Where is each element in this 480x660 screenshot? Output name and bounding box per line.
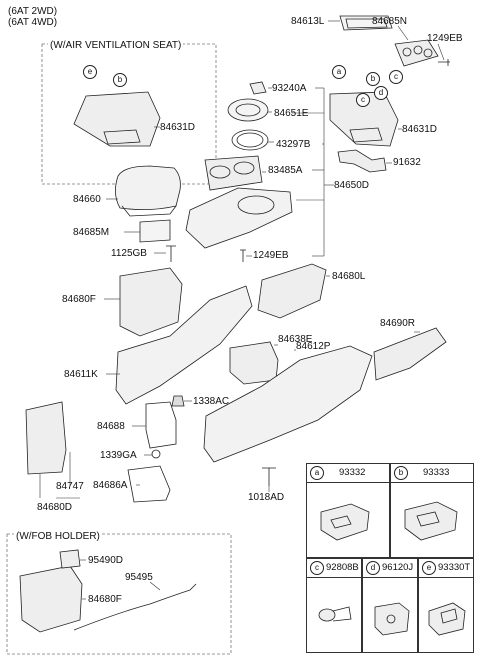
part-93330T-icon — [428, 602, 466, 636]
callout-b-vent: b — [113, 73, 127, 87]
callout-d: d — [374, 86, 388, 100]
bracket-84686A-shape — [127, 465, 171, 503]
legend-cell-e-header: e 93330T — [419, 559, 473, 578]
ring-84651E-shape — [227, 98, 269, 122]
pad-84613L-shape — [339, 15, 393, 31]
part-84651E: 84651E — [274, 108, 309, 119]
legend-a-letter: a — [310, 466, 324, 480]
legend-cell-d-header: d 96120J — [363, 559, 417, 578]
clip-1338AC-shape — [171, 395, 185, 407]
part-84612P: 84612P — [296, 341, 331, 352]
legend-d-letter: d — [366, 561, 380, 575]
part-84650D: 84650D — [334, 180, 370, 191]
legend-cell-a: a 93332 — [306, 463, 390, 558]
armrest-84660-shape — [115, 165, 181, 210]
legend-c-code: 92808B — [326, 562, 359, 573]
part-1249EB-mid: 1249EB — [253, 250, 289, 261]
fob-95490D-shape — [59, 549, 81, 569]
callout-b: b — [366, 72, 380, 86]
part-95495: 95495 — [125, 572, 153, 583]
mat-84685M-shape — [139, 219, 171, 243]
part-84686A: 84686A — [93, 480, 128, 491]
model-variant-line-2: (6AT 4WD) — [8, 17, 58, 28]
part-84685M: 84685M — [73, 227, 110, 238]
cupholder-83485A-shape — [204, 155, 263, 191]
vent-seat-option-title: (W/AIR VENTILATION SEAT) — [48, 40, 184, 51]
screw-1249EB-top-shape — [438, 59, 450, 66]
cable-95495-shape — [73, 583, 197, 631]
model-variant-line-1: (6AT 2WD) — [8, 6, 58, 17]
side-panel-84680L-shape — [257, 263, 327, 319]
bracket-84680F-fob-shape — [19, 565, 83, 633]
part-91632: 91632 — [393, 157, 421, 168]
legend-e-code: 93330T — [438, 562, 471, 573]
part-84638E: 84638E — [278, 334, 313, 345]
part-84631D: 84631D — [402, 124, 438, 135]
part-1249EB-top: 1249EB — [427, 33, 463, 44]
part-83485A: 83485A — [268, 165, 303, 176]
nut-1339GA-shape — [151, 449, 161, 459]
console-84612P-shape — [203, 345, 373, 463]
legend-c-letter: c — [310, 561, 324, 575]
legend-b-code: 93333 — [423, 467, 450, 478]
console-84611K-shape — [115, 285, 253, 405]
part-84688: 84688 — [97, 421, 125, 432]
legend-b-letter: b — [394, 466, 408, 480]
cover-84631D-left-shape — [73, 91, 161, 147]
fob-holder-option-box — [6, 533, 232, 655]
plug-93240A-shape — [249, 81, 267, 95]
bracket-84680F-shape — [119, 267, 183, 337]
part-84611K: 84611K — [64, 369, 98, 380]
part-92808B-icon — [318, 606, 352, 622]
trim-84690R-shape — [373, 327, 447, 381]
part-84680D: 84680D — [37, 502, 73, 513]
part-43297B: 43297B — [276, 139, 311, 150]
part-93240A: 93240A — [272, 83, 307, 94]
cover-84680D-shape — [25, 401, 67, 475]
part-84690R: 84690R — [380, 318, 416, 329]
legend-e-letter: e — [422, 561, 436, 575]
part-84747: 84747 — [56, 481, 84, 492]
tray-84650D-shape — [185, 187, 293, 249]
legend-cell-c-header: c 92808B — [307, 559, 361, 578]
harness-91632-shape — [337, 149, 387, 173]
legend-cell-d: d 96120J — [362, 558, 418, 653]
legend-cell-c: c 92808B — [306, 558, 362, 653]
callout-a: a — [332, 65, 346, 79]
part-84685N: 84685N — [372, 16, 408, 27]
legend-a-code: 93332 — [339, 467, 366, 478]
part-84660: 84660 — [73, 194, 101, 205]
part-95490D: 95490D — [88, 555, 124, 566]
callout-e-vent: e — [83, 65, 97, 79]
part-93332-icon — [320, 503, 370, 541]
parts-legend-table: a 93332 b 93333 c 92808B d 96120J — [306, 463, 474, 655]
part-84680F-fob: 84680F — [88, 594, 122, 605]
switch-panel-84685N-shape — [394, 39, 439, 67]
callout-c-2: c — [389, 70, 403, 84]
bracket-84688-shape — [145, 401, 177, 449]
part-1339GA: 1339GA — [100, 450, 137, 461]
screw-1018AD-shape — [262, 467, 276, 486]
part-93333-icon — [404, 501, 458, 541]
part-84680F: 84680F — [62, 294, 96, 305]
legend-cell-e: e 93330T — [418, 558, 474, 653]
part-84680L: 84680L — [332, 271, 366, 282]
callout-c-1: c — [356, 93, 370, 107]
bolt-1125GB-shape — [166, 245, 176, 262]
part-1125GB: 1125GB — [111, 248, 147, 259]
part-1018AD: 1018AD — [248, 492, 285, 503]
legend-cell-b-header: b 93333 — [391, 464, 473, 483]
legend-d-code: 96120J — [382, 562, 414, 573]
ring-43297B-shape — [231, 129, 269, 151]
fob-holder-option-title: (W/FOB HOLDER) — [14, 531, 102, 542]
part-1338AC: 1338AC — [193, 396, 230, 407]
legend-cell-a-header: a 93332 — [307, 464, 389, 483]
part-96120J-icon — [374, 602, 410, 636]
bracket-84638E-shape — [229, 341, 279, 385]
part-84631D-vent: 84631D — [160, 122, 196, 133]
part-84613L: 84613L — [291, 16, 325, 27]
screw-1249EB-mid-shape — [240, 249, 246, 262]
legend-cell-b: b 93333 — [390, 463, 474, 558]
